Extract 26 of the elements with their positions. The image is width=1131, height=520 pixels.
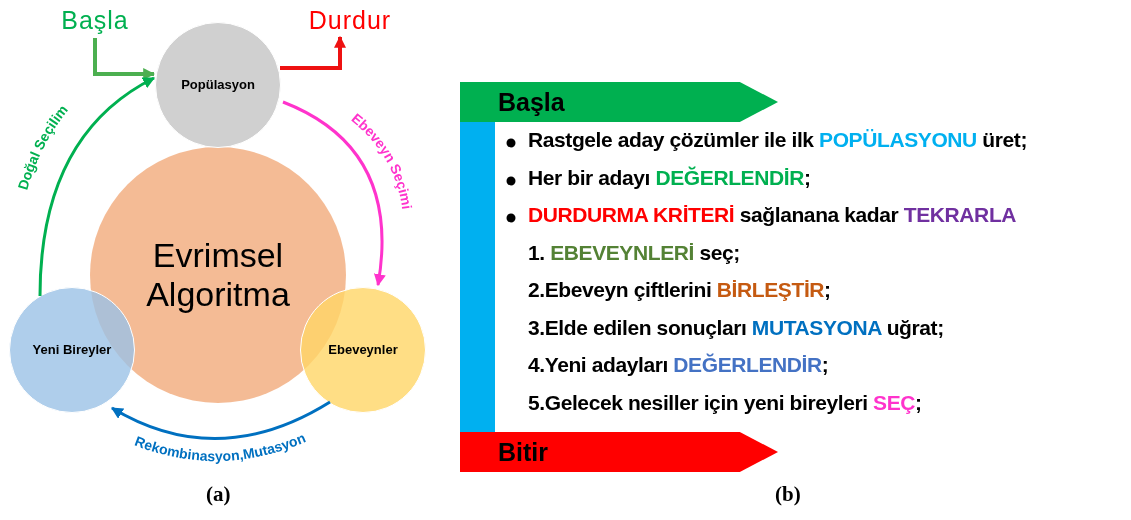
end-banner [460, 432, 778, 472]
start-text: Başla [61, 5, 129, 35]
banner-label: Bitir [498, 437, 548, 467]
circle-label: Yeni Bireyler [32, 342, 112, 358]
arrow [280, 35, 346, 70]
arrow [38, 76, 156, 297]
arrow [93, 38, 156, 80]
figure-label: (b) [775, 482, 801, 507]
side-bar [460, 122, 495, 432]
circle-label: Popülasyon [181, 77, 255, 93]
pseudocode-line: 2.Ebeveyn çiftlerini BİRLEŞTİR; [528, 278, 831, 302]
figure-label: (a) [206, 482, 231, 507]
pseudocode-line: 5.Gelecek nesiller için yeni bireyleri SEÇ; [528, 390, 922, 415]
stop-text: Durdur [308, 5, 392, 35]
start-banner [460, 82, 778, 122]
pseudocode-line: 4.Yeni adayları DEĞERLENDİR; [528, 353, 829, 377]
banner-label: Başla [498, 87, 565, 117]
pseudocode-line: 3.Elde edilen sonuçları MUTASYONA uğrat; [528, 315, 944, 340]
arrow [282, 100, 386, 287]
pseudocode-line: DURDURMA KRİTERİ sağlanana kadar TEKRARLA [528, 203, 1017, 227]
pseudocode-line: Her bir adayı DEĞERLENDİR; [528, 165, 811, 190]
circle-label: Ebeveynler [328, 342, 398, 358]
pseudocode-line: Rastgele aday çözümler ile ilk POPÜLASYONU üret; [528, 128, 1027, 152]
arrow [110, 400, 331, 440]
circle-label: Evrimsel Algoritma [145, 235, 291, 315]
pseudocode-line: 1. EBEVEYNLERİ seç; [528, 240, 740, 265]
